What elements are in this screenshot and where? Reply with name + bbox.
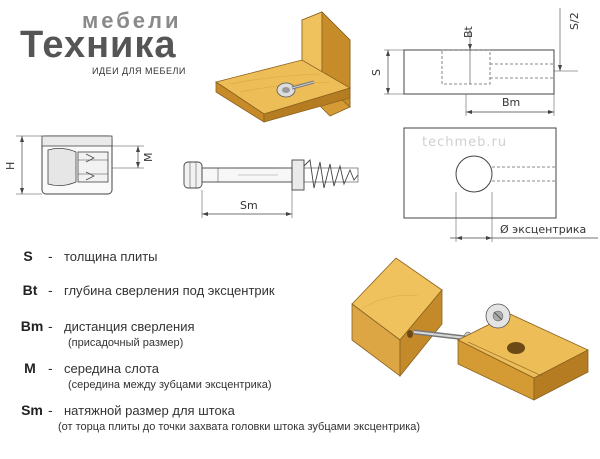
- watermark: techmeb.ru: [422, 135, 507, 150]
- logo-tagline: ИДЕИ ДЛЯ МЕБЕЛИ: [92, 66, 186, 76]
- legend-dash: -: [48, 248, 53, 264]
- legend-text: толщина плиты: [64, 249, 158, 264]
- logo-top-word: мебели: [82, 8, 182, 33]
- legend-symbol: Bm: [20, 318, 44, 334]
- legend-note: (присадочный размер): [68, 337, 184, 349]
- label-sm: Sm: [240, 199, 258, 212]
- legend-dash: -: [48, 402, 53, 418]
- rod-drawing: Sm: [183, 159, 359, 218]
- logo-main-word: Техника: [20, 24, 177, 66]
- legend-item-sm: Sm - натяжной размер для штока (от торца…: [0, 402, 520, 442]
- legend-dash: -: [48, 360, 53, 376]
- corner-joint-3d: [215, 11, 351, 123]
- legend-symbol: Sm: [21, 402, 43, 418]
- legend-text: натяжной размер для штока: [64, 403, 235, 418]
- legend-item-s: S - толщина плиты: [0, 248, 520, 288]
- legend-note: (середина между зубцами эксцентрика): [68, 379, 272, 391]
- legend-text: дистанция сверления: [64, 319, 195, 334]
- assembly-3d: [351, 257, 589, 401]
- legend-symbol: Bt: [22, 282, 38, 298]
- label-s-half: S/2: [568, 12, 581, 30]
- legend-dash: -: [48, 318, 53, 334]
- top-view-drawing: techmeb.ru Ø эксцентрика: [403, 127, 598, 242]
- legend-text: середина слота: [64, 361, 159, 376]
- label-s: S: [370, 69, 383, 76]
- legend-symbol: S: [23, 248, 33, 264]
- label-m: M: [142, 153, 155, 163]
- label-h: H: [4, 162, 17, 170]
- legend-item-bm: Bm - дистанция сверления (присадочный ра…: [0, 318, 520, 358]
- legend-text: глубина сверления под эксцентрик: [64, 283, 275, 298]
- legend-dash: -: [48, 282, 53, 298]
- eccentric-cam-drawing: H M: [4, 135, 155, 195]
- side-view-drawing: S Bt S/2 Bm: [370, 8, 581, 116]
- legend-symbol: M: [24, 360, 36, 376]
- label-ecc-diameter: Ø эксцентрика: [500, 223, 586, 236]
- label-bt: Bt: [462, 25, 475, 38]
- brand-logo: мебели Техника ИДЕИ ДЛЯ МЕБЕЛИ: [12, 8, 202, 78]
- legend-item-bt: Bt - глубина сверления под эксцентрик: [0, 282, 520, 322]
- legend-note: (от торца плиты до точки захвата головки…: [58, 421, 421, 433]
- legend-item-m: M - середина слота (середина между зубца…: [0, 360, 520, 400]
- label-bm: Bm: [502, 96, 520, 109]
